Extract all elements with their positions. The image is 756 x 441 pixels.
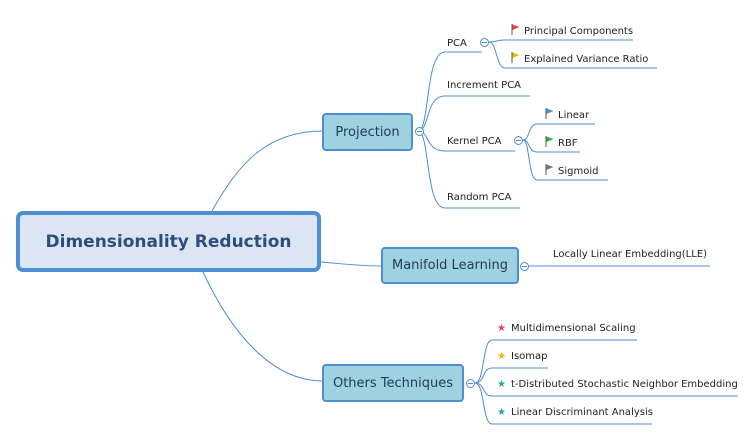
topic-projection[interactable]: Projection (322, 113, 413, 151)
leaf-lda-label: Linear Discriminant Analysis (511, 407, 653, 418)
green-star-icon: ★ (497, 379, 506, 390)
root-topic-label: Dimensionality Reduction (45, 231, 292, 252)
yellow-star-icon: ★ (497, 351, 506, 362)
leaf-multidimensional-scaling[interactable]: ★ Multidimensional Scaling (497, 323, 636, 335)
leaf-t-sne[interactable]: ★ t-Distributed Stochastic Neighbor Embed… (497, 379, 738, 391)
blue-flag-icon (545, 108, 554, 119)
gray-flag-icon (545, 164, 554, 175)
subtopic-kernel-pca[interactable]: Kernel PCA (447, 136, 501, 148)
leaf-multidimensional-scaling-label: Multidimensional Scaling (511, 323, 636, 334)
collapse-others-button[interactable] (466, 379, 475, 388)
leaf-explained-variance-ratio-label: Explained Variance Ratio (524, 54, 649, 65)
yellow-flag-icon (511, 52, 520, 63)
red-star-icon: ★ (497, 323, 506, 334)
subtopic-random-pca-label: Random PCA (447, 192, 512, 203)
topic-projection-label: Projection (335, 124, 400, 140)
green-flag-icon (545, 136, 554, 147)
leaf-rbf-label: RBF (558, 138, 578, 149)
topic-manifold-learning[interactable]: Manifold Learning (381, 247, 519, 284)
topic-manifold-learning-label: Manifold Learning (392, 258, 508, 273)
subtopic-increment-pca[interactable]: Increment PCA (447, 80, 521, 92)
red-flag-icon (511, 24, 520, 35)
subtopic-increment-pca-label: Increment PCA (447, 80, 522, 91)
leaf-linear-label: Linear (558, 110, 590, 121)
leaf-t-sne-label: t-Distributed Stochastic Neighbor Embedd… (511, 379, 738, 390)
leaf-explained-variance-ratio[interactable]: Explained Variance Ratio (511, 52, 648, 66)
subtopic-pca-label: PCA (447, 38, 467, 49)
leaf-lle-label: Locally Linear Embedding(LLE) (553, 249, 708, 260)
collapse-projection-button[interactable] (415, 127, 424, 136)
leaf-principal-components[interactable]: Principal Components (511, 24, 633, 38)
teal-star-icon: ★ (497, 407, 506, 418)
topic-others-techniques-label: Others Techniques (332, 375, 454, 391)
leaf-sigmoid[interactable]: Sigmoid (545, 164, 598, 178)
leaf-linear[interactable]: Linear (545, 108, 589, 122)
subtopic-random-pca[interactable]: Random PCA (447, 192, 511, 204)
collapse-kernel-pca-button[interactable] (514, 136, 523, 145)
leaf-isomap[interactable]: ★ Isomap (497, 351, 548, 363)
topic-others-techniques[interactable]: Others Techniques (322, 364, 464, 402)
leaf-isomap-label: Isomap (511, 351, 548, 362)
collapse-pca-button[interactable] (480, 38, 489, 47)
collapse-manifold-button[interactable] (520, 262, 529, 271)
subtopic-kernel-pca-label: Kernel PCA (447, 136, 502, 147)
root-topic[interactable]: Dimensionality Reduction (16, 211, 321, 272)
leaf-lda[interactable]: ★ Linear Discriminant Analysis (497, 407, 653, 419)
leaf-rbf[interactable]: RBF (545, 136, 578, 150)
subtopic-pca[interactable]: PCA (447, 38, 467, 50)
leaf-lle[interactable]: Locally Linear Embedding(LLE) (553, 249, 707, 261)
leaf-sigmoid-label: Sigmoid (558, 166, 599, 177)
leaf-principal-components-label: Principal Components (524, 26, 634, 37)
